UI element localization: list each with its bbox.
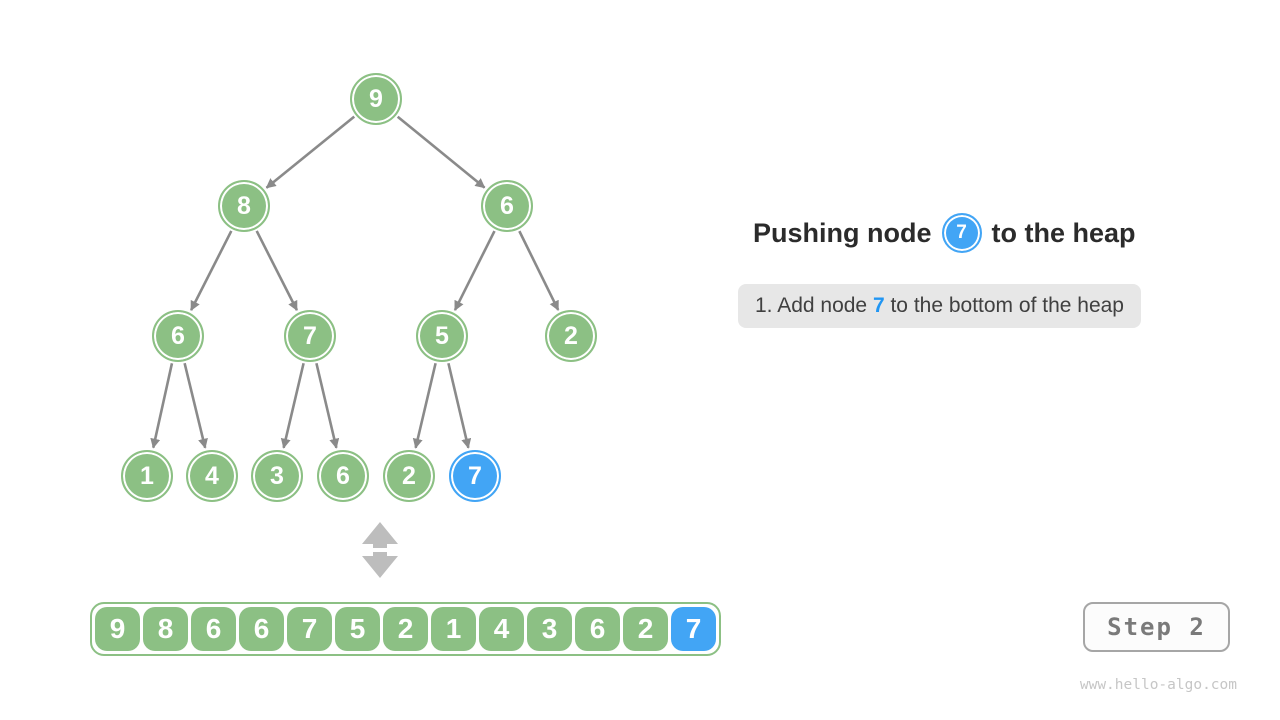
tree-edge — [412, 362, 437, 449]
array-cell: 7 — [287, 607, 332, 651]
note-suffix: to the bottom of the heap — [884, 294, 1124, 317]
tree-edge — [265, 115, 356, 189]
array-cell: 3 — [527, 607, 572, 651]
tree-node: 7 — [284, 310, 336, 362]
title-node-badge: 7 — [941, 213, 982, 253]
tree-edge — [453, 230, 496, 311]
step-button-label: Step 2 — [1107, 613, 1206, 641]
array-cell: 6 — [191, 607, 236, 651]
title-suffix: to the heap — [991, 217, 1136, 248]
tree-node: 6 — [481, 180, 533, 232]
tree-edge — [447, 362, 472, 449]
array-cell: 2 — [623, 607, 668, 651]
array-cell: 7 — [671, 607, 716, 651]
tree-node: 2 — [383, 450, 435, 502]
title-node-value: 7 — [956, 222, 967, 243]
tree-edge — [255, 230, 299, 312]
tree-node: 4 — [186, 450, 238, 502]
tree-edge — [396, 115, 486, 189]
tree-node: 1 — [121, 450, 173, 502]
tree-edge — [150, 363, 174, 449]
array-cell: 2 — [383, 607, 428, 651]
figure-title: Pushing node 7 to the heap — [753, 207, 1136, 259]
array-cell: 1 — [431, 607, 476, 651]
tree-edge — [183, 362, 208, 449]
step-note: 1. Add node 7 to the bottom of the heap — [738, 284, 1141, 328]
tree-edge — [189, 230, 233, 312]
note-value: 7 — [872, 294, 885, 317]
array-cell: 6 — [239, 607, 284, 651]
array-cell: 5 — [335, 607, 380, 651]
tree-node: 2 — [545, 310, 597, 362]
tree-node: 5 — [416, 310, 468, 362]
array-cell: 4 — [479, 607, 524, 651]
tree-edge — [315, 362, 340, 449]
array-cell: 6 — [575, 607, 620, 651]
tree-node: 6 — [152, 310, 204, 362]
tree-node: 9 — [350, 73, 402, 125]
tree-node: 3 — [251, 450, 303, 502]
tree-node: 8 — [218, 180, 270, 232]
tree-edge — [280, 362, 305, 449]
updown-arrow-icon — [362, 522, 398, 578]
tree-node: 6 — [317, 450, 369, 502]
note-prefix: 1. Add node — [755, 294, 873, 317]
watermark: www.hello-algo.com — [1079, 677, 1237, 693]
title-prefix: Pushing node — [753, 217, 932, 248]
step-button[interactable]: Step 2 — [1083, 602, 1230, 652]
array-cell: 8 — [143, 607, 188, 651]
array-cell: 9 — [95, 607, 140, 651]
tree-edge — [518, 230, 560, 311]
tree-node: 7 — [449, 450, 501, 502]
